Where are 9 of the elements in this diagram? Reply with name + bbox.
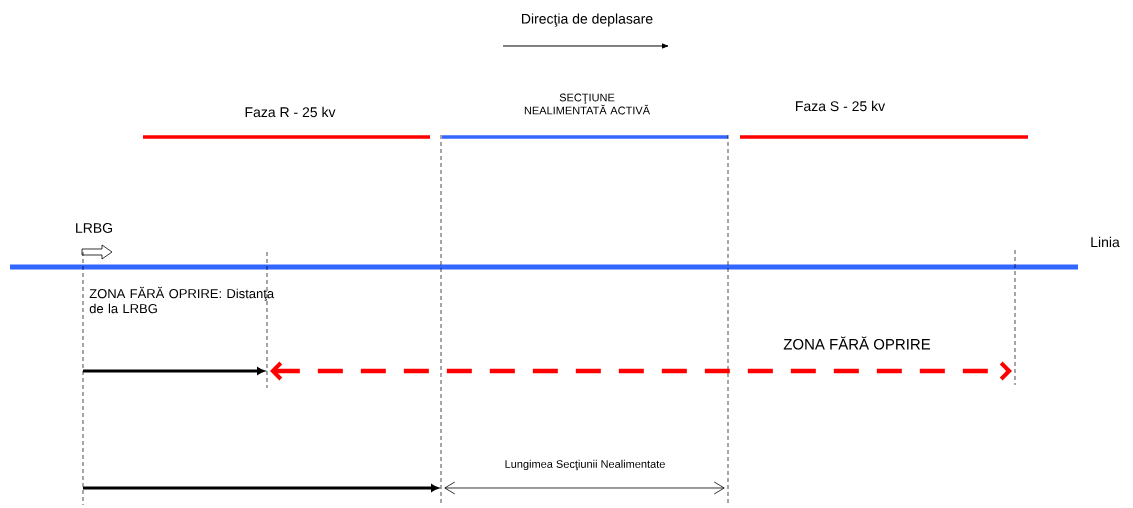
zone-label: ZONA FĂRĂ OPRIRE: Distanţa de la LRBG [89, 286, 275, 314]
section-label: SECŢIUNE NEALIMENTATĂ ACTIVĂ [524, 93, 650, 115]
dimension-label: Lungimea Secţiunii Nealimentate [505, 459, 665, 471]
phase-label: Faza R - 25 kv [245, 106, 336, 118]
zone-label: ZONA FĂRĂ OPRIRE [783, 336, 931, 350]
track-label: Linia [1091, 236, 1120, 248]
balise-label: LRBG [76, 223, 113, 233]
phase-label: Faza S - 25 kv [796, 100, 886, 112]
direction-label: Direcţia de deplasare [522, 13, 653, 27]
